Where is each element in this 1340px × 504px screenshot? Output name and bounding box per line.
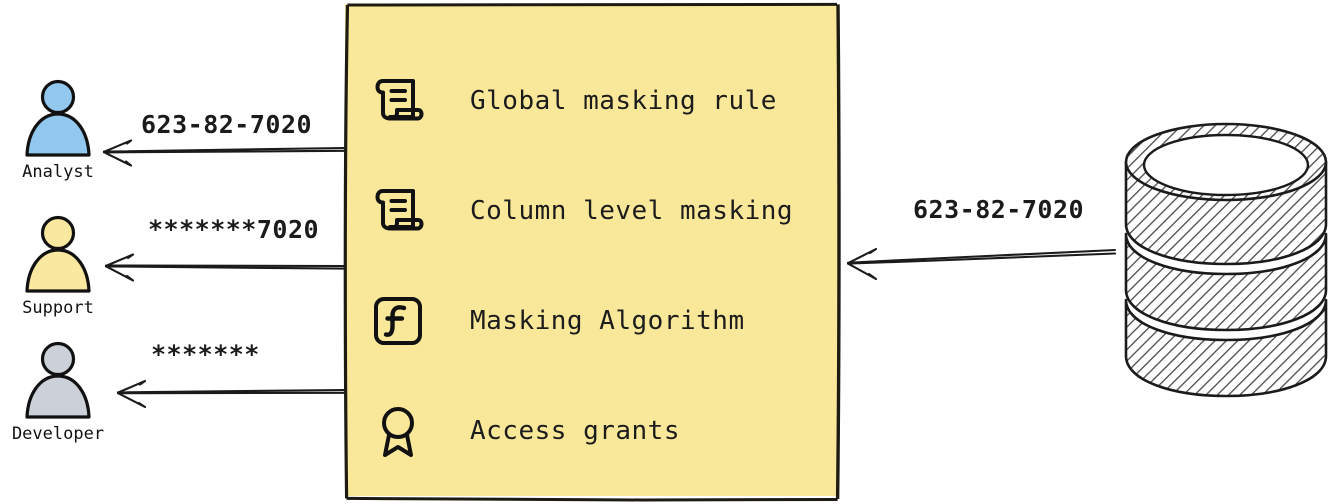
policy-item-label: Masking Algorithm <box>470 306 745 336</box>
actor-support[interactable]: Support <box>0 214 118 318</box>
policy-item-access-grants[interactable]: Access grants <box>370 376 830 486</box>
arrow-to-analyst <box>102 139 346 167</box>
actor-analyst[interactable]: Analyst <box>0 78 118 182</box>
person-icon <box>25 79 91 157</box>
scroll-icon <box>370 73 426 129</box>
edge-label-support: *******7020 <box>148 215 320 244</box>
person-icon <box>25 215 91 293</box>
actor-label: Support <box>22 298 94 318</box>
edge-label-analyst: 623-82-7020 <box>141 110 313 139</box>
scroll-icon <box>370 183 426 239</box>
policy-list: Global masking rule Column level masking <box>370 46 830 486</box>
policy-item-label: Access grants <box>470 416 680 446</box>
arrow-from-database <box>846 247 1117 281</box>
award-icon <box>370 403 426 459</box>
policy-item-column-level-masking[interactable]: Column level masking <box>370 156 830 266</box>
actor-label: Developer <box>11 424 105 444</box>
function-icon <box>370 293 426 349</box>
policy-item-global-masking-rule[interactable]: Global masking rule <box>370 46 830 156</box>
policy-item-label: Column level masking <box>470 196 794 226</box>
actor-developer[interactable]: Developer <box>0 340 118 444</box>
arrow-to-developer <box>116 379 346 409</box>
database-icon[interactable] <box>1120 118 1332 408</box>
policy-item-masking-algorithm[interactable]: Masking Algorithm <box>370 266 830 376</box>
policy-panel <box>345 4 838 496</box>
edge-label-developer: ******* <box>151 340 260 369</box>
arrow-to-support <box>104 253 346 282</box>
edge-label-source: 623-82-7020 <box>913 195 1085 224</box>
policy-item-label: Global masking rule <box>470 86 777 116</box>
person-icon <box>25 341 91 419</box>
actor-label: Analyst <box>22 162 94 182</box>
